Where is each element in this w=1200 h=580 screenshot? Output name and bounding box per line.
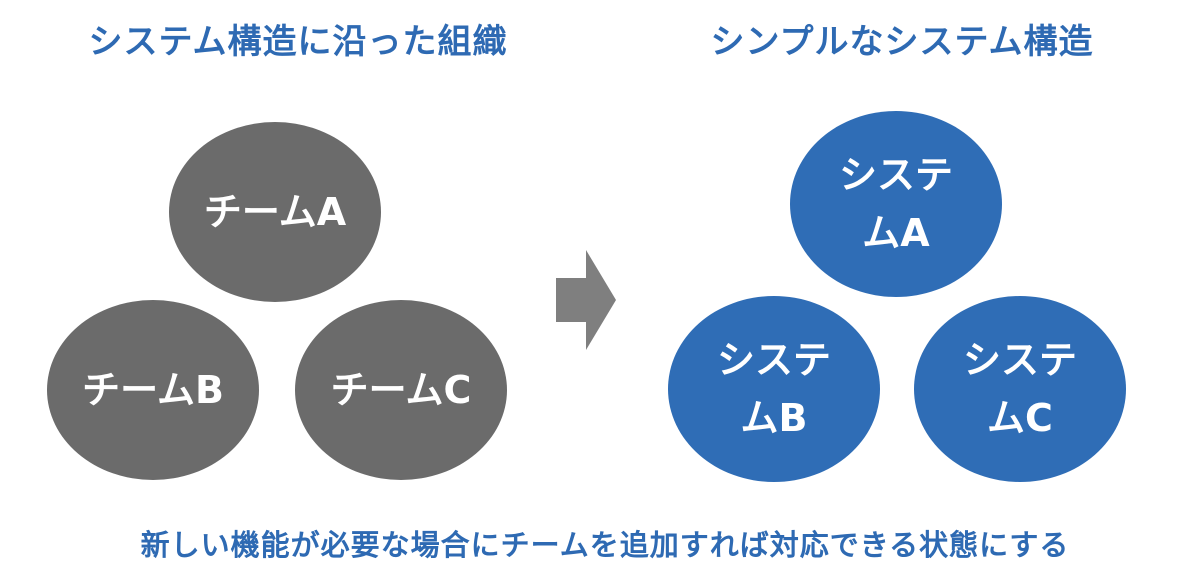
system-b-node: システムB (668, 296, 880, 482)
system-b-label: システムB (716, 338, 831, 440)
org-heading: システム構造に沿った組織 (88, 22, 508, 62)
arrow-shape (556, 250, 616, 350)
team-a-label: チームA (203, 190, 347, 234)
system-a-label: システムA (838, 153, 953, 255)
team-b-label: チームB (82, 368, 224, 412)
summary-caption: 新しい機能が必要な場合にチームを追加すれば対応できる状態にする (140, 528, 1070, 562)
team-a-node: チームA (169, 122, 381, 302)
system-a-node: システムA (790, 111, 1002, 297)
team-b-node: チームB (47, 300, 259, 480)
right-arrow-icon (556, 250, 616, 350)
team-c-label: チームC (330, 368, 472, 412)
system-c-label: システムC (962, 338, 1077, 440)
system-c-node: システムC (914, 296, 1126, 482)
team-c-node: チームC (295, 300, 507, 480)
system-heading: シンプルなシステム構造 (710, 22, 1094, 62)
